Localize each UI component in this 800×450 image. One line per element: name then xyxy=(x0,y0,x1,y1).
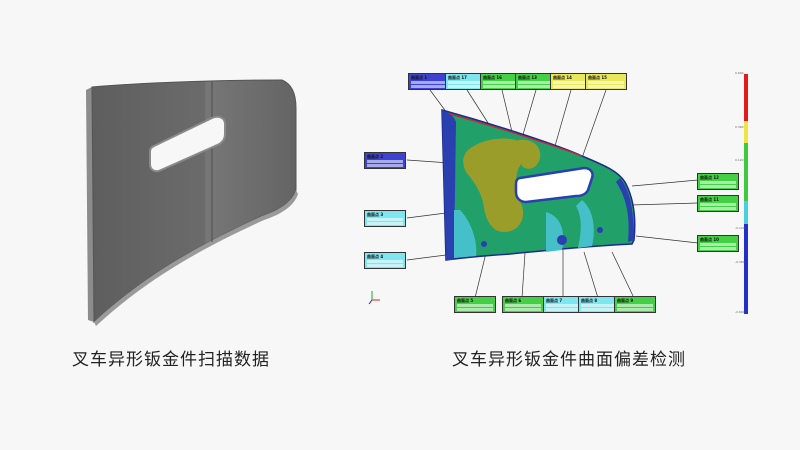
callout-label-c1[interactable]: 曲面点 1 xyxy=(408,73,450,90)
callout-leader-lines xyxy=(406,89,699,299)
callout-label-c2[interactable]: 曲面点 2 xyxy=(364,152,406,169)
axis-triad-icon xyxy=(368,291,380,305)
callout-label-c13[interactable]: 曲面点 13 xyxy=(515,73,557,90)
scan-data-panel xyxy=(0,0,400,340)
callout-label-c5[interactable]: 曲面点 5 xyxy=(454,296,496,313)
scan-part-cutout xyxy=(149,115,226,173)
scan-part-rim xyxy=(94,190,298,326)
color-bar-label-max: 0.600 xyxy=(735,71,744,75)
color-bar-label: -0.360 xyxy=(735,260,745,264)
deviation-surface xyxy=(441,109,636,261)
callout-label-c12[interactable]: 曲面点 12 xyxy=(697,173,739,190)
color-bar-label: 0.120 xyxy=(735,158,744,162)
deviation-surface-cutout xyxy=(514,166,594,204)
color-bar-segment-blue xyxy=(744,224,748,314)
callout-label-c11[interactable]: 曲面点 11 xyxy=(697,195,739,212)
color-bar-segment-green xyxy=(744,143,748,201)
color-bar-label: -0.120 xyxy=(735,226,745,230)
callout-label-c15[interactable]: 曲面点 15 xyxy=(585,73,627,90)
callout-label-c6[interactable]: 曲面点 6 xyxy=(502,296,544,313)
callout-label-c4[interactable]: 曲面点 4 xyxy=(364,252,406,269)
callout-label-c7[interactable]: 曲面点 7 xyxy=(543,296,585,313)
callout-label-c10[interactable]: 曲面点 10 xyxy=(697,235,739,252)
callout-label-c14[interactable]: 曲面点 14 xyxy=(550,73,592,90)
color-bar-segment-cyan xyxy=(744,201,748,224)
scan-part-surface xyxy=(91,79,297,324)
color-bar-segment-yellow xyxy=(744,121,748,143)
color-bar-label-min: -0.600 xyxy=(735,310,745,314)
callout-label-c9[interactable]: 曲面点 9 xyxy=(614,296,656,313)
caption-deviation-inspection: 叉车异形钣金件曲面偏差检测 xyxy=(452,350,686,370)
deviation-inspection-panel: 0.600 0.360 0.120 -0.120 -0.360 -0.600 曲… xyxy=(350,60,800,330)
deviation-color-bar xyxy=(744,74,748,314)
color-bar-segment-red xyxy=(744,74,748,121)
callout-label-c8[interactable]: 曲面点 8 xyxy=(578,296,620,313)
caption-scan-data: 叉车异形钣金件扫描数据 xyxy=(72,350,270,370)
deviation-heatmap-render xyxy=(368,74,748,314)
color-bar-label: 0.360 xyxy=(735,125,744,129)
callout-label-c3[interactable]: 曲面点 3 xyxy=(364,210,406,227)
scan-part-render xyxy=(86,79,298,326)
